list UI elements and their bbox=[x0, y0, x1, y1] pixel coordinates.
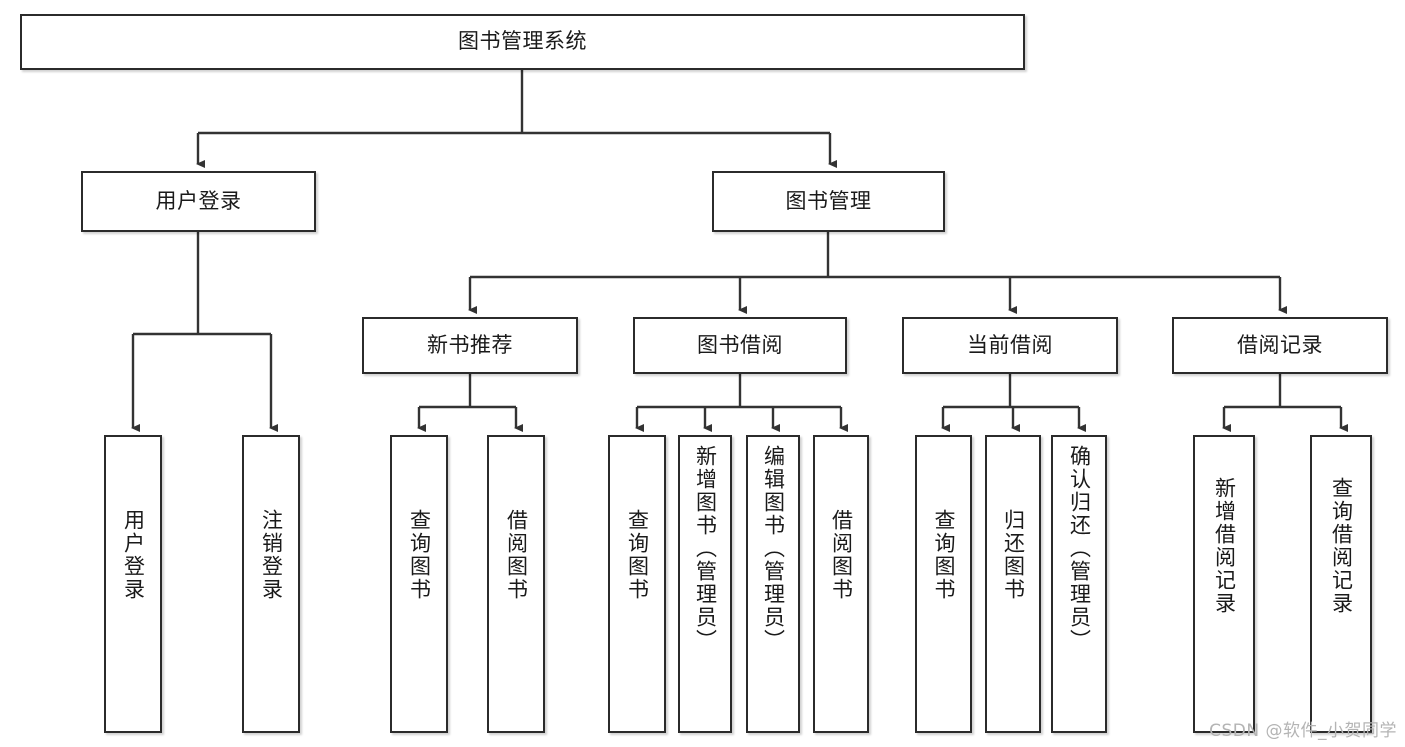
node-leaf-query-book-borrow[interactable]: 查询图书 bbox=[608, 435, 666, 733]
node-user-login[interactable]: 用户登录 bbox=[81, 171, 316, 232]
node-leaf-confirm-return-admin-label: 确认归还（管理员） bbox=[1067, 445, 1092, 652]
node-leaf-add-book-admin[interactable]: 新增图书（管理员） bbox=[678, 435, 732, 733]
node-leaf-user-login[interactable]: 用户登录 bbox=[104, 435, 162, 733]
node-leaf-query-book-rec-label: 查询图书 bbox=[407, 509, 432, 601]
node-book-manage-label: 图书管理 bbox=[785, 188, 872, 213]
node-book-borrow-label: 图书借阅 bbox=[697, 332, 783, 357]
node-leaf-query-book-rec[interactable]: 查询图书 bbox=[390, 435, 448, 733]
node-leaf-edit-book-admin-label: 编辑图书（管理员） bbox=[761, 445, 786, 652]
node-leaf-user-logout[interactable]: 注销登录 bbox=[242, 435, 300, 733]
node-leaf-user-logout-label: 注销登录 bbox=[259, 509, 284, 601]
node-borrow-record-label: 借阅记录 bbox=[1237, 332, 1323, 357]
node-leaf-add-borrow-record-label: 新增借阅记录 bbox=[1212, 477, 1237, 615]
node-book-manage[interactable]: 图书管理 bbox=[712, 171, 945, 232]
node-leaf-return-book[interactable]: 归还图书 bbox=[985, 435, 1041, 733]
node-root-label: 图书管理系统 bbox=[458, 29, 587, 54]
node-leaf-edit-book-admin[interactable]: 编辑图书（管理员） bbox=[746, 435, 800, 733]
node-leaf-query-borrow-record[interactable]: 查询借阅记录 bbox=[1310, 435, 1372, 733]
node-user-login-label: 用户登录 bbox=[155, 188, 242, 213]
node-leaf-add-book-admin-label: 新增图书（管理员） bbox=[693, 445, 718, 652]
node-root[interactable]: 图书管理系统 bbox=[20, 14, 1025, 70]
node-leaf-query-book-current[interactable]: 查询图书 bbox=[915, 435, 972, 733]
node-leaf-add-borrow-record[interactable]: 新增借阅记录 bbox=[1193, 435, 1255, 733]
node-leaf-query-book-current-label: 查询图书 bbox=[932, 509, 956, 601]
node-borrow-record[interactable]: 借阅记录 bbox=[1172, 317, 1388, 374]
node-leaf-borrow-book-label: 借阅图书 bbox=[829, 509, 854, 601]
node-leaf-borrow-book-rec[interactable]: 借阅图书 bbox=[487, 435, 545, 733]
node-leaf-borrow-book[interactable]: 借阅图书 bbox=[813, 435, 869, 733]
node-leaf-confirm-return-admin[interactable]: 确认归还（管理员） bbox=[1051, 435, 1107, 733]
node-new-book-rec-label: 新书推荐 bbox=[427, 332, 513, 357]
node-leaf-return-book-label: 归还图书 bbox=[1001, 509, 1026, 601]
node-leaf-user-login-label: 用户登录 bbox=[121, 509, 146, 601]
node-current-borrow[interactable]: 当前借阅 bbox=[902, 317, 1118, 374]
node-leaf-query-book-borrow-label: 查询图书 bbox=[625, 509, 650, 601]
node-book-borrow[interactable]: 图书借阅 bbox=[633, 317, 847, 374]
node-leaf-borrow-book-rec-label: 借阅图书 bbox=[504, 509, 529, 601]
watermark: CSDN @软件_小贺同学 bbox=[1209, 721, 1397, 741]
node-new-book-rec[interactable]: 新书推荐 bbox=[362, 317, 578, 374]
node-leaf-query-borrow-record-label: 查询借阅记录 bbox=[1329, 477, 1354, 615]
node-current-borrow-label: 当前借阅 bbox=[967, 332, 1053, 357]
